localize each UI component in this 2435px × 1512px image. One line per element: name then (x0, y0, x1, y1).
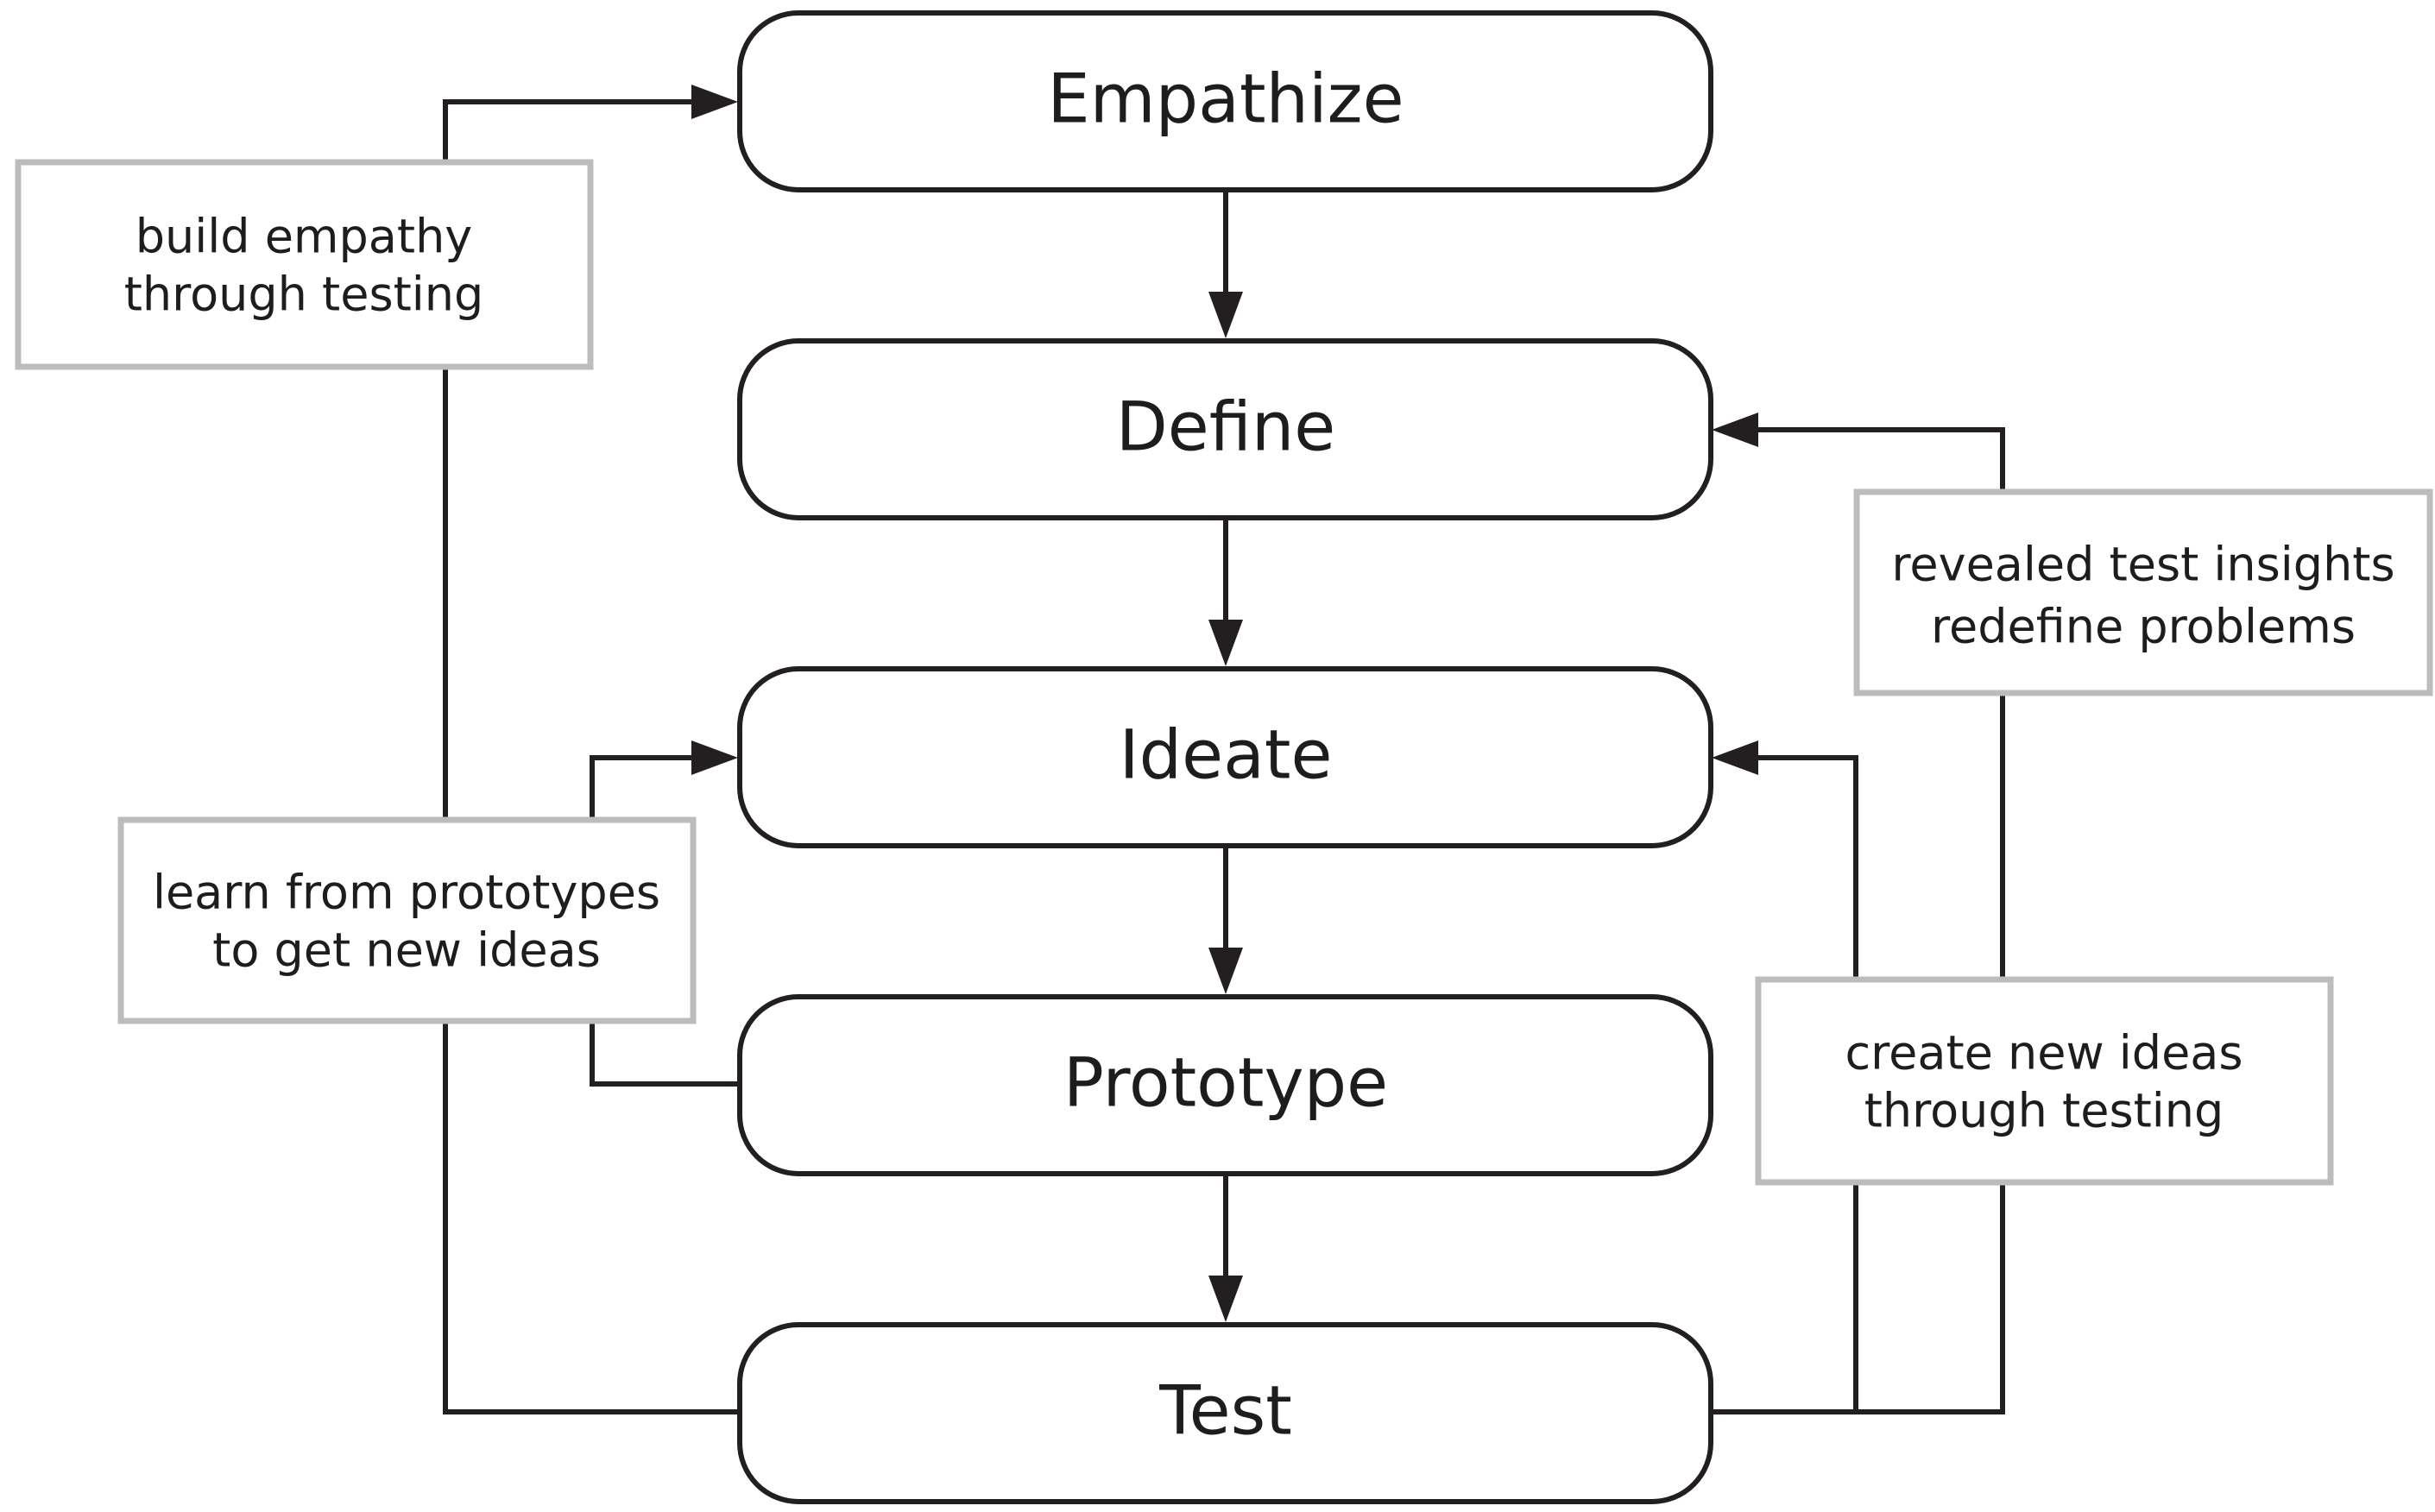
note-box (1755, 976, 2334, 1186)
note-line: revealed test insights (1891, 538, 2394, 592)
stage-ideate: Ideate (737, 666, 1713, 848)
stage-box (737, 10, 1713, 192)
stage-box (737, 1322, 1713, 1504)
loop-test-to-define-arrowhead (1712, 413, 1758, 447)
loop-prototype-to-ideate-arrowhead (691, 740, 738, 775)
note-box (15, 159, 594, 370)
loop-test-to-ideate (1752, 755, 1858, 1412)
stage-label: Empathize (1047, 60, 1404, 138)
note-line: through testing (124, 268, 484, 322)
stage-prototype: Prototype (737, 994, 1713, 1176)
stage-box (737, 338, 1713, 520)
note-line: learn from prototypes (153, 866, 660, 920)
note-create-new-ideas: create new ideas through testing (1755, 976, 2334, 1186)
loop-test-to-empathize-arrowhead (691, 85, 738, 119)
arrow-prototype-to-test-head (1208, 1276, 1243, 1322)
note-box (117, 816, 697, 1024)
note-line: to get new ideas (212, 923, 601, 978)
stage-label: Prototype (1063, 1044, 1388, 1122)
stage-test: Test (737, 1322, 1713, 1504)
note-revealed-insights: revealed test insights redefine problems (1853, 488, 2433, 696)
stage-label: Define (1116, 388, 1336, 466)
stage-label: Ideate (1120, 716, 1333, 794)
note-line: build empathy (136, 210, 473, 264)
stage-box (737, 666, 1713, 848)
note-line: create new ideas (1845, 1026, 2243, 1080)
stage-define: Define (737, 338, 1713, 520)
feedback-loops (443, 85, 2005, 1414)
note-learn-from-prototypes: learn from prototypes to get new ideas (117, 816, 697, 1024)
note-build-empathy: build empathy through testing (15, 159, 594, 370)
stage-box (737, 994, 1713, 1176)
main-flow (1208, 190, 1243, 1322)
arrow-empathize-to-define-head (1208, 292, 1243, 338)
stage-empathize: Empathize (737, 10, 1713, 192)
note-line: through testing (1864, 1084, 2224, 1138)
note-line: redefine problems (1931, 600, 2356, 654)
note-box (1853, 488, 2433, 696)
loop-test-to-empathize (443, 99, 740, 1414)
arrow-ideate-to-prototype-head (1208, 948, 1243, 994)
stage-label: Test (1158, 1372, 1292, 1450)
arrow-define-to-ideate-head (1208, 620, 1243, 666)
loop-test-to-ideate-arrowhead (1712, 740, 1758, 775)
